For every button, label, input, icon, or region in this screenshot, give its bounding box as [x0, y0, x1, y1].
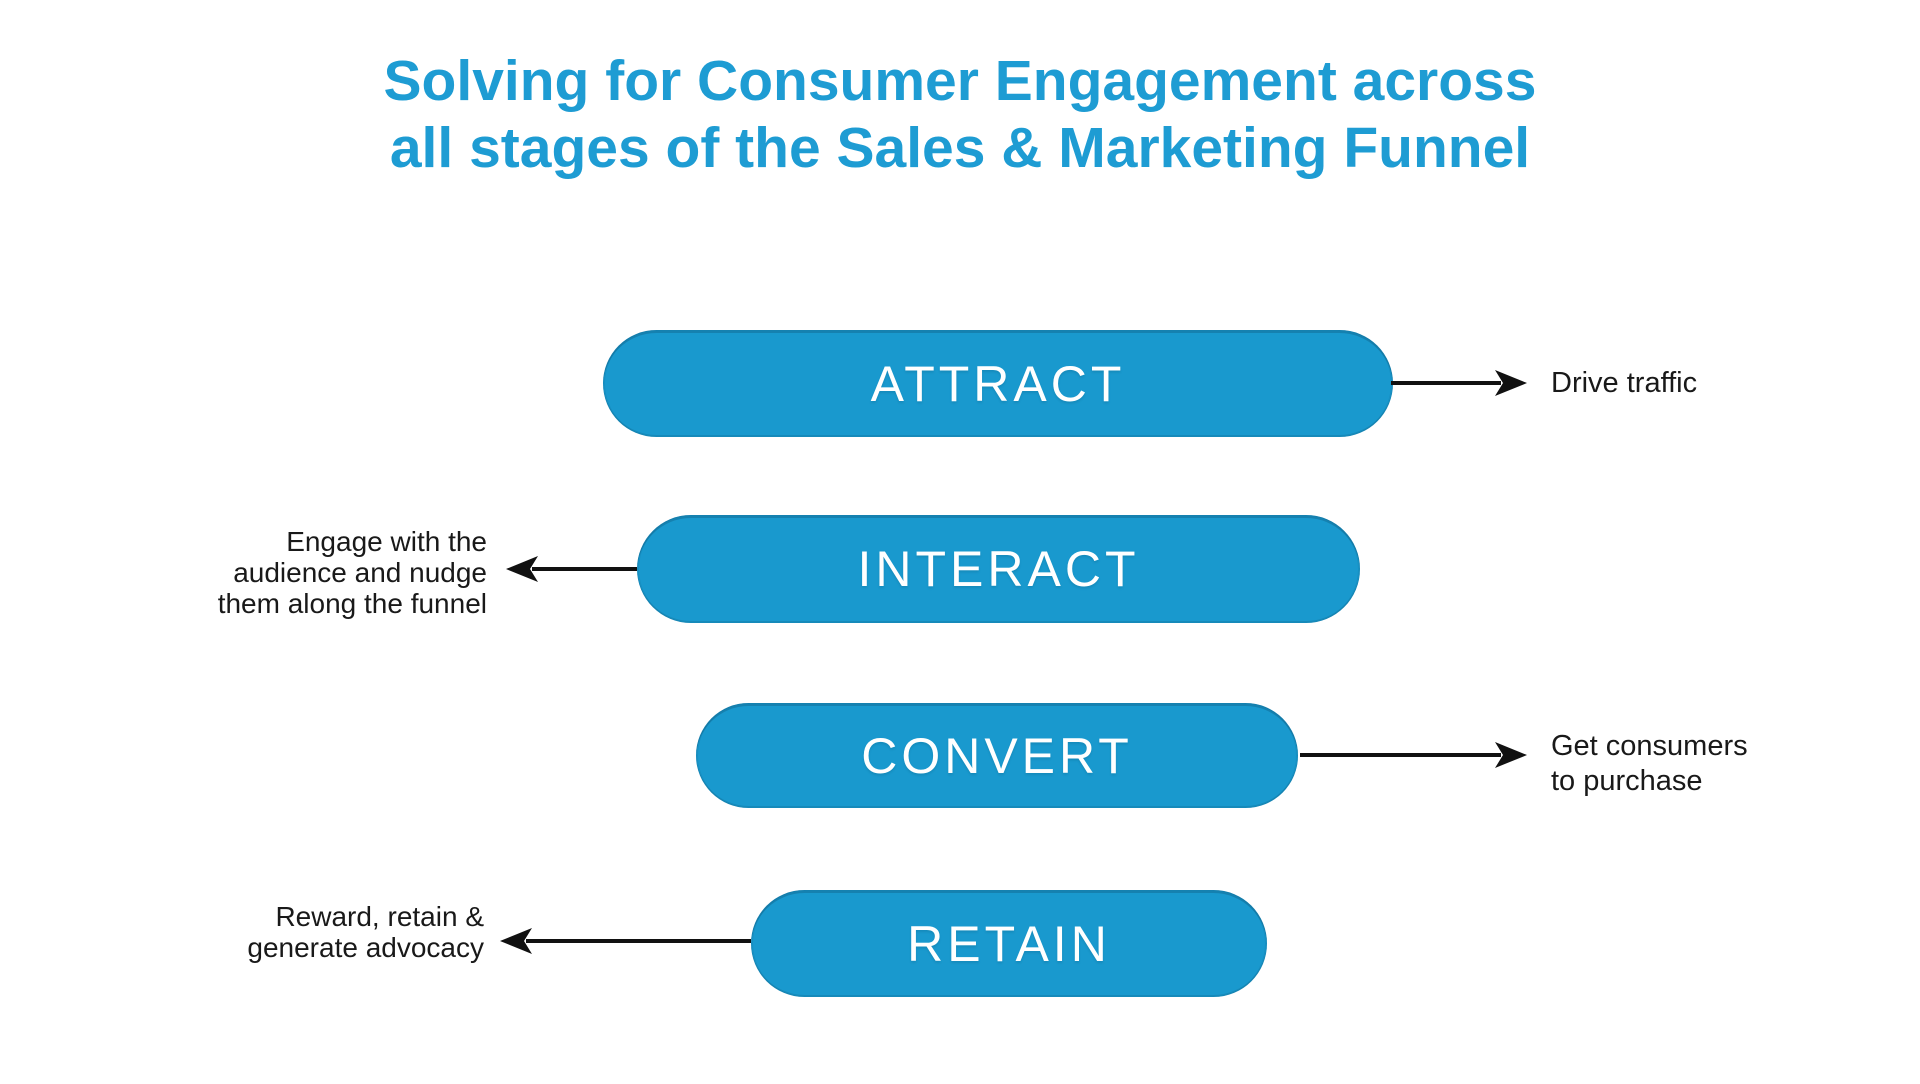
funnel-stage-interact: INTERACT: [637, 515, 1360, 623]
funnel-stage-attract: ATTRACT: [603, 330, 1393, 437]
annotation-line: Get consumers: [1551, 730, 1748, 762]
funnel-stage-retain-label: RETAIN: [907, 915, 1111, 972]
arrow-left-icon: [500, 928, 751, 954]
funnel-stage-interact-label: INTERACT: [857, 541, 1140, 597]
annotation-drive-traffic: Drive traffic: [1551, 368, 1697, 398]
annotation-line: Drive traffic: [1551, 367, 1698, 399]
funnel-stage-convert: CONVERT: [696, 703, 1298, 808]
annotation-line: Reward, retain &: [275, 901, 484, 932]
annotation-get-consumers: Get consumers to purchase: [1551, 729, 1748, 799]
annotation-line: audience and nudge: [233, 557, 487, 588]
annotation-reward: Reward, retain & generate advocacy: [84, 901, 484, 963]
annotation-engage: Engage with the audience and nudge them …: [87, 526, 487, 619]
annotation-line: to purchase: [1551, 765, 1703, 797]
annotation-line: Engage with the: [286, 526, 487, 557]
arrow-right-icon: [1300, 742, 1527, 768]
page-title: Solving for Consumer Engagement across a…: [0, 48, 1920, 182]
annotation-line: them along the funnel: [217, 588, 487, 619]
annotation-line: generate advocacy: [247, 932, 484, 963]
funnel-stage-retain: RETAIN: [751, 890, 1267, 997]
page-title-line1: Solving for Consumer Engagement across: [383, 49, 1537, 113]
page-title-line2: all stages of the Sales & Marketing Funn…: [389, 116, 1531, 180]
funnel-stage-attract-label: ATTRACT: [870, 355, 1126, 412]
arrow-right-icon: [1391, 370, 1527, 396]
funnel-stage-convert-label: CONVERT: [861, 727, 1133, 784]
arrow-left-icon: [506, 556, 637, 582]
